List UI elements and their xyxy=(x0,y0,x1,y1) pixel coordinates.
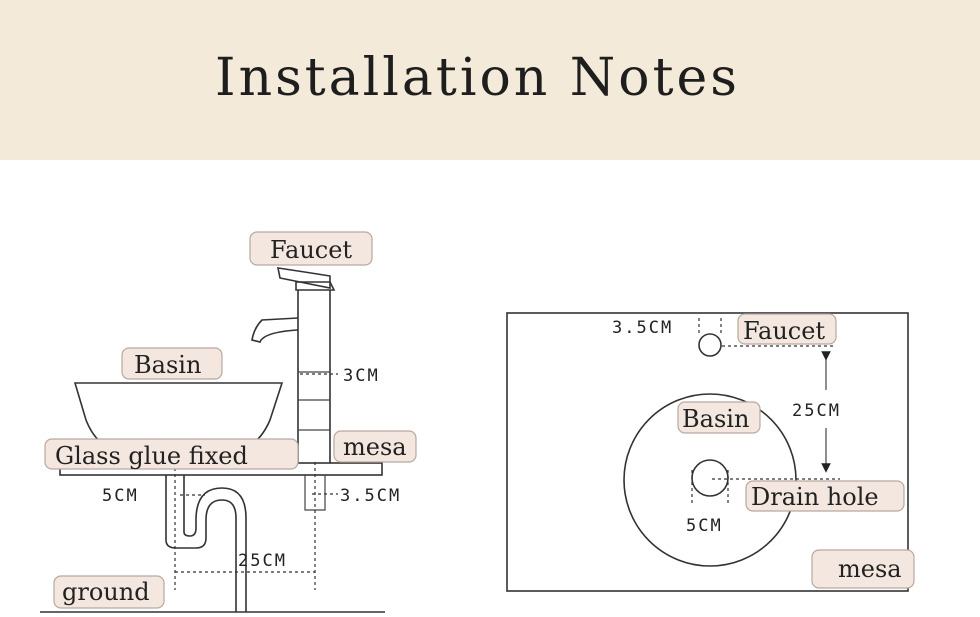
faucet-handle xyxy=(276,267,331,289)
label-top-basin: Basin xyxy=(682,405,749,433)
dim-drain-hole: 5CM xyxy=(686,516,723,536)
label-basin: Basin xyxy=(134,351,201,379)
label-glass-glue: Glass glue fixed xyxy=(55,442,248,470)
drain-pipe xyxy=(165,475,247,612)
drain-hole-circle xyxy=(691,459,729,497)
dim-hole-width: 3.5CM xyxy=(340,486,401,506)
top-view: 3.5CM 25CM 5CM Faucet Basin Drain hole m… xyxy=(506,312,915,592)
label-top-mesa: mesa xyxy=(838,555,902,583)
label-faucet: Faucet xyxy=(270,236,352,264)
page-title: Installation Notes xyxy=(215,48,740,108)
mesa-outline xyxy=(506,312,909,592)
label-mesa: mesa xyxy=(343,433,407,461)
faucet-hole-circle xyxy=(698,333,722,357)
faucet-spout xyxy=(251,317,299,343)
dim-faucet-height: 3CM xyxy=(343,366,380,386)
label-top-faucet: Faucet xyxy=(743,317,825,345)
basin-circle xyxy=(623,393,797,567)
side-view: 3CM 5CM 3.5CM 25CM Faucet Basin Glass gl… xyxy=(40,231,417,613)
dim-distance: 25CM xyxy=(238,551,287,571)
label-drain-hole: Drain hole xyxy=(751,483,879,511)
header-banner: Installation Notes xyxy=(0,0,980,160)
dim-faucet-hole: 3.5CM xyxy=(612,318,673,338)
dim-drain-width: 5CM xyxy=(102,486,139,506)
label-ground: ground xyxy=(62,578,150,606)
dim-top-distance: 25CM xyxy=(792,401,841,421)
